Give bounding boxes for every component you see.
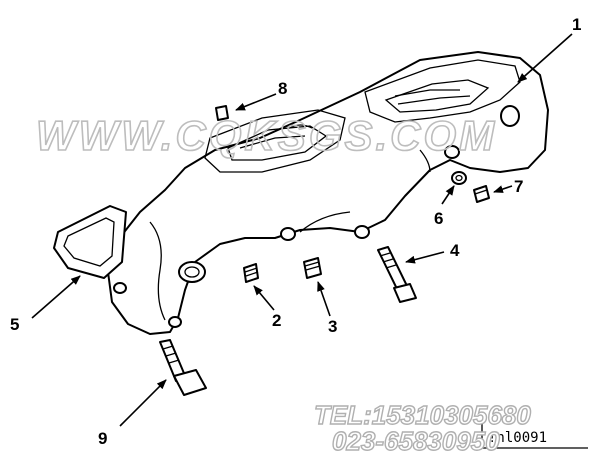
leader-lines bbox=[31, 33, 573, 427]
plug-2 bbox=[243, 263, 259, 283]
plug-3 bbox=[303, 257, 322, 279]
plug-7 bbox=[473, 185, 490, 203]
callout-5: 5 bbox=[10, 315, 19, 334]
callout-7: 7 bbox=[514, 177, 523, 196]
callout-8: 8 bbox=[278, 79, 287, 98]
callout-2: 2 bbox=[272, 311, 281, 330]
watermark-website: WWW.CQKSGS.COM bbox=[36, 112, 497, 160]
stud-8 bbox=[215, 105, 229, 121]
exhaust-manifold bbox=[107, 51, 549, 335]
callout-1: 1 bbox=[572, 15, 581, 34]
bolt-9 bbox=[159, 339, 207, 396]
bolt-4 bbox=[377, 246, 417, 303]
gasket bbox=[53, 205, 127, 279]
callout-9: 9 bbox=[98, 429, 107, 448]
callout-4: 4 bbox=[450, 241, 460, 260]
drawing-number: !nl0091 bbox=[488, 430, 547, 446]
watermark-tel: TEL:15310305680 bbox=[314, 400, 531, 430]
callout-3: 3 bbox=[328, 317, 337, 336]
callout-6: 6 bbox=[434, 209, 443, 228]
watermark-phone: 023-65830950 bbox=[332, 426, 500, 456]
washer-6 bbox=[451, 171, 467, 185]
